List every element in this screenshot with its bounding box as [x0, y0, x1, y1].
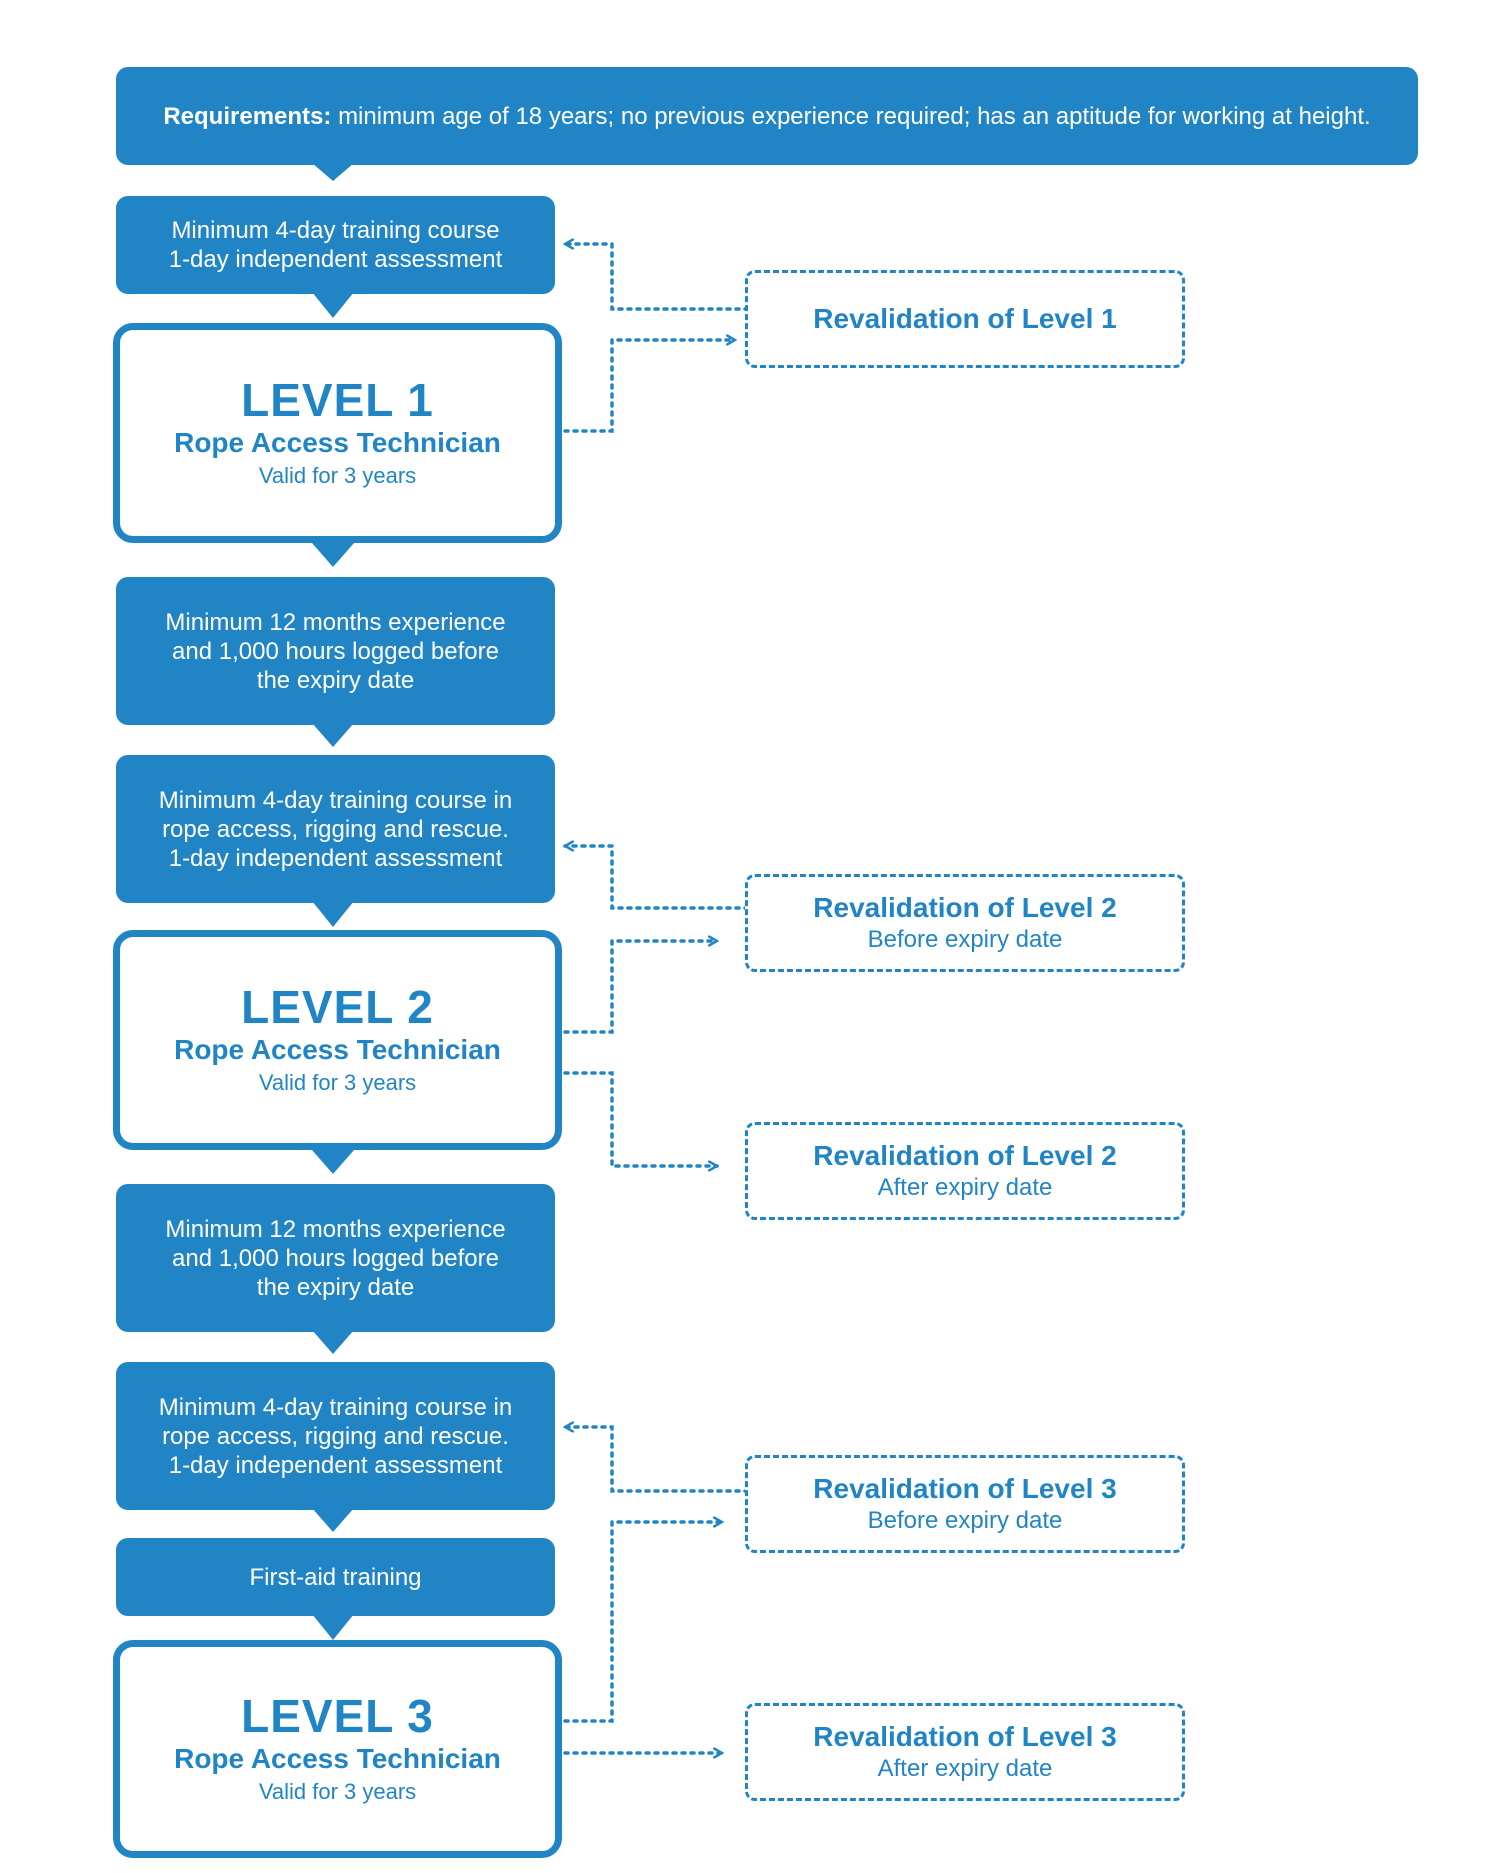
step-line: 1-day independent assessment [168, 1451, 503, 1479]
step-line: and 1,000 hours logged before [172, 1244, 499, 1272]
revalidation-title: Revalidation of Level 3 [813, 1721, 1117, 1752]
step-line: Minimum 12 months experience [165, 1215, 506, 1243]
level-subtitle: Rope Access Technician [174, 1743, 501, 1774]
pointer-step-2 [312, 723, 354, 747]
flow-pointers [312, 163, 354, 1640]
level-title: LEVEL 3 [241, 1690, 434, 1742]
reval-l1-out-connector [563, 340, 735, 433]
requirements-label: Requirements: [163, 102, 332, 130]
revalidation-subtitle: After expiry date [877, 1755, 1053, 1782]
step-line: Minimum 4-day training course in [158, 1393, 513, 1421]
step-line: 1-day independent assessment [168, 844, 503, 872]
level-1-box: LEVEL 1 Rope Access Technician Valid for… [113, 323, 562, 543]
pointer-step-6 [312, 1614, 354, 1640]
level-subtitle: Rope Access Technician [174, 1034, 501, 1065]
step-line: the expiry date [256, 666, 415, 694]
step-line: the expiry date [256, 1273, 415, 1301]
step-box-4: Minimum 12 months experience and 1,000 h… [116, 1184, 555, 1332]
reval-l1-return-connector [565, 244, 750, 311]
reval-l2-before-out-connector [563, 941, 717, 1034]
step-line: rope access, rigging and rescue. [162, 815, 509, 843]
step-box-1: Minimum 4-day training course 1-day inde… [116, 196, 555, 294]
level-3-box: LEVEL 3 Rope Access Technician Valid for… [113, 1640, 562, 1858]
level-title: LEVEL 2 [241, 981, 434, 1033]
level-validity: Valid for 3 years [258, 1779, 417, 1804]
revalidation-title: Revalidation of Level 3 [813, 1473, 1117, 1504]
step-line: First-aid training [249, 1563, 422, 1591]
step-line: rope access, rigging and rescue. [162, 1422, 509, 1450]
reval-l2-after-out-connector [563, 1071, 717, 1166]
level-title: LEVEL 1 [241, 374, 434, 426]
level-2-box: LEVEL 2 Rope Access Technician Valid for… [113, 930, 562, 1150]
requirements-text: minimum age of 18 years; no previous exp… [338, 102, 1371, 130]
level-subtitle: Rope Access Technician [174, 427, 501, 458]
pointer-level-2 [312, 1150, 354, 1174]
pointer-step-4 [312, 1330, 354, 1354]
reval-l3-out-connector [563, 1522, 722, 1723]
reval-l2-before-return-connector [565, 846, 750, 910]
revalidation-subtitle: After expiry date [877, 1174, 1053, 1201]
step-line: Minimum 12 months experience [165, 608, 506, 636]
revalidation-subtitle: Before expiry date [867, 926, 1063, 953]
revalidation-level-2-after: Revalidation of Level 2 After expiry dat… [745, 1122, 1185, 1220]
step-box-3: Minimum 4-day training course in rope ac… [116, 755, 555, 903]
pointer-step-1 [312, 292, 354, 318]
revalidation-title: Revalidation of Level 2 [813, 1140, 1117, 1171]
step-line: 1-day independent assessment [168, 246, 503, 273]
reval-l3-before-return-connector [565, 1427, 750, 1493]
revalidation-title: Revalidation of Level 2 [813, 892, 1117, 923]
step-line: Minimum 4-day training course in [158, 786, 513, 814]
requirements-text-line: Requirements: minimum age of 18 years; n… [163, 102, 1370, 131]
pointer-requirements [312, 163, 354, 181]
revalidation-level-2-before: Revalidation of Level 2 Before expiry da… [745, 874, 1185, 972]
revalidation-level-3-before: Revalidation of Level 3 Before expiry da… [745, 1455, 1185, 1553]
level-validity: Valid for 3 years [258, 463, 417, 488]
step-box-5: Minimum 4-day training course in rope ac… [116, 1362, 555, 1510]
revalidation-title: Revalidation of Level 1 [813, 303, 1117, 334]
pointer-level-1 [312, 543, 354, 567]
step-box-6: First-aid training [116, 1538, 555, 1616]
level-validity: Valid for 3 years [258, 1070, 417, 1095]
revalidation-subtitle: Before expiry date [867, 1507, 1063, 1534]
revalidation-level-3-after: Revalidation of Level 3 After expiry dat… [745, 1703, 1185, 1801]
revalidation-level-1: Revalidation of Level 1 [745, 270, 1185, 368]
pointer-step-3 [312, 901, 354, 927]
step-box-2: Minimum 12 months experience and 1,000 h… [116, 577, 555, 725]
pointer-step-5 [312, 1508, 354, 1532]
step-line: and 1,000 hours logged before [172, 637, 499, 665]
requirements-banner: Requirements: minimum age of 18 years; n… [116, 67, 1418, 165]
step-line: Minimum 4-day training course [171, 217, 500, 244]
